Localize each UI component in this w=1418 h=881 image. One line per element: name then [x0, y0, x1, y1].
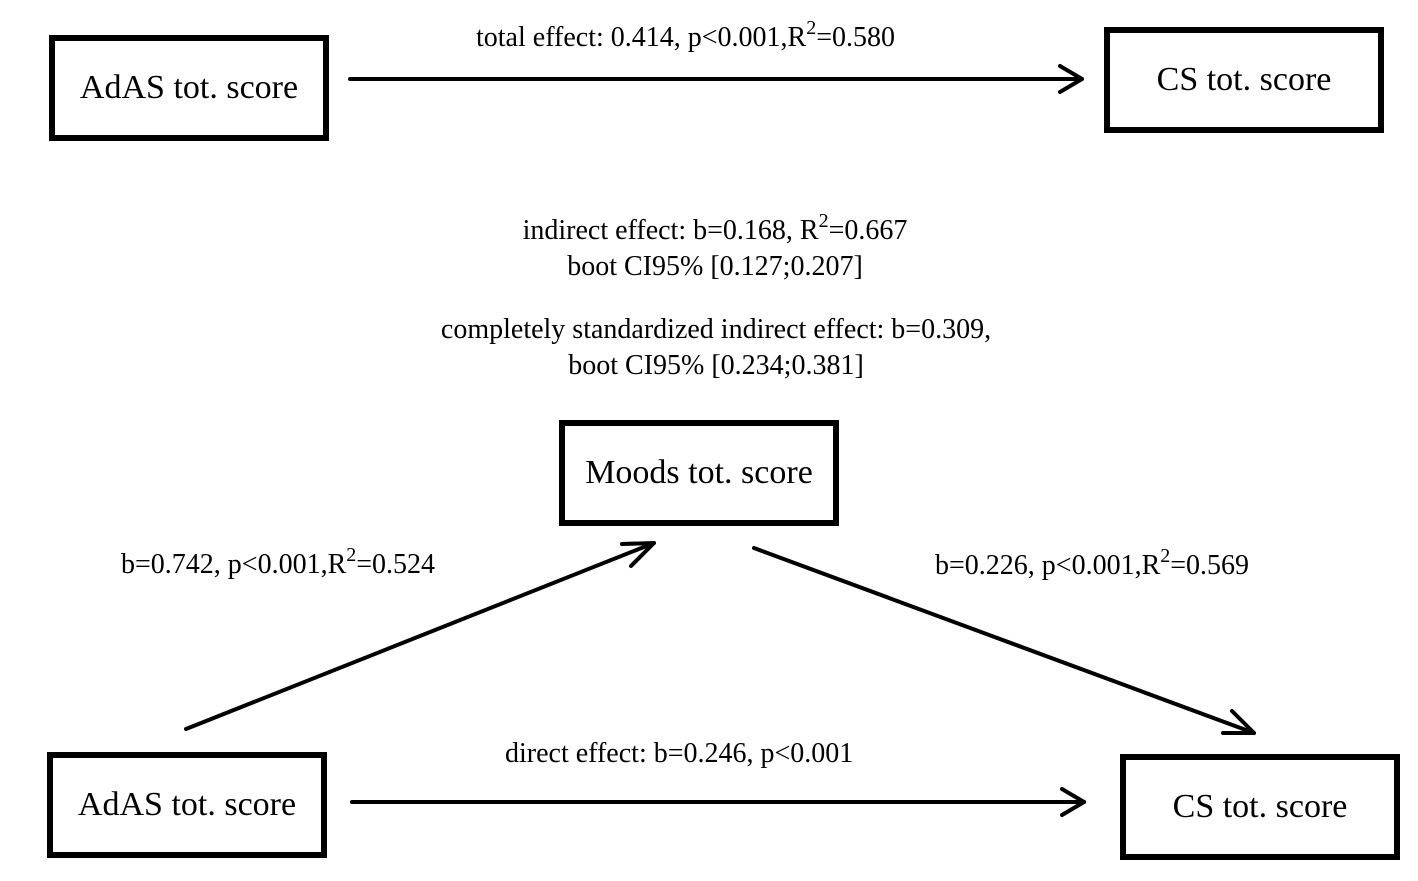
node-moods: Moods tot. score — [559, 420, 839, 526]
node-cs-bottom: CS tot. score — [1120, 754, 1400, 860]
indirect-ci-label: boot CI95% [0.127;0.207] — [567, 251, 863, 282]
standardized-effect-label: completely standardized indirect effect:… — [380, 314, 1052, 382]
node-adas-top: AdAS tot. score — [49, 35, 329, 141]
node-adas-top-label: AdAS tot. score — [79, 69, 299, 106]
direct-effect-label: direct effect: b=0.246, p<0.001 — [505, 738, 854, 769]
node-moods-label: Moods tot. score — [585, 454, 813, 491]
path-a-label: b=0.742, p<0.001,R2=0.524 — [121, 544, 436, 580]
path-b-arrow — [752, 546, 1256, 735]
total-effect-arrow — [348, 64, 1084, 94]
indirect-effect-label: indirect effect: b=0.168, R2=0.667 boot … — [440, 211, 990, 283]
standardized-ci-label: boot CI95% [0.234;0.381] — [568, 350, 864, 381]
direct-effect-arrow — [350, 787, 1086, 817]
node-cs-bottom-label: CS tot. score — [1172, 788, 1348, 825]
path-a-arrow — [184, 541, 656, 731]
node-cs-top-label: CS tot. score — [1156, 61, 1332, 98]
node-adas-bottom-label: AdAS tot. score — [77, 786, 297, 823]
path-b-label: b=0.226, p<0.001,R2=0.569 — [935, 545, 1250, 581]
node-adas-bottom: AdAS tot. score — [47, 752, 327, 858]
total-effect-label: total effect: 0.414, p<0.001,R2=0.580 — [476, 17, 896, 53]
node-cs-top: CS tot. score — [1104, 27, 1384, 133]
